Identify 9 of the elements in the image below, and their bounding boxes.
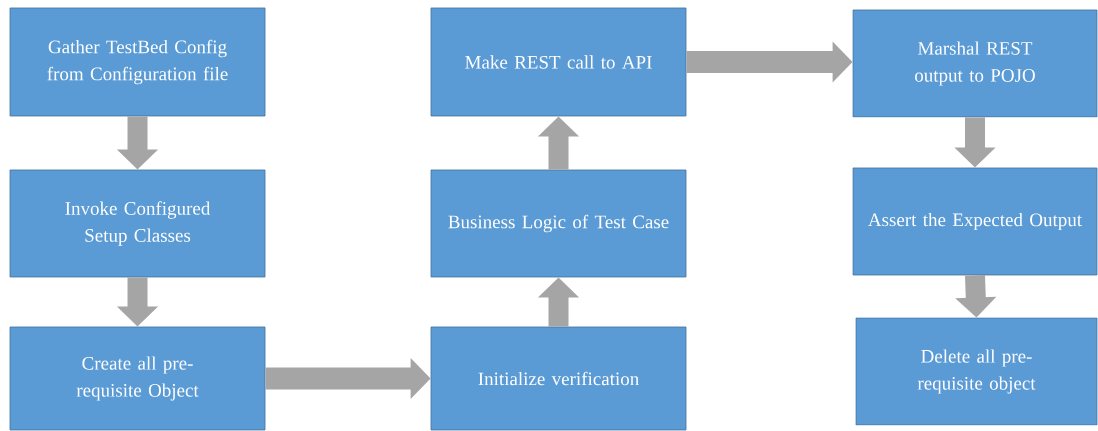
process-box: Make REST call to API bbox=[430, 7, 687, 117]
process-box: Initialize verification bbox=[430, 326, 687, 431]
process-box: Assert the Expected Output bbox=[852, 167, 1098, 276]
process-box: Create all pre-requisite Object bbox=[9, 326, 266, 431]
process-box: Invoke Configured Setup Classes bbox=[9, 169, 266, 278]
process-box: Delete all pre-requisite object bbox=[855, 317, 1098, 426]
process-box: Marshal REST output to POJO bbox=[852, 9, 1098, 118]
process-box: Business Logic of Test Case bbox=[430, 169, 687, 278]
process-box: Gather TestBed Config from Configuration file bbox=[9, 7, 266, 117]
